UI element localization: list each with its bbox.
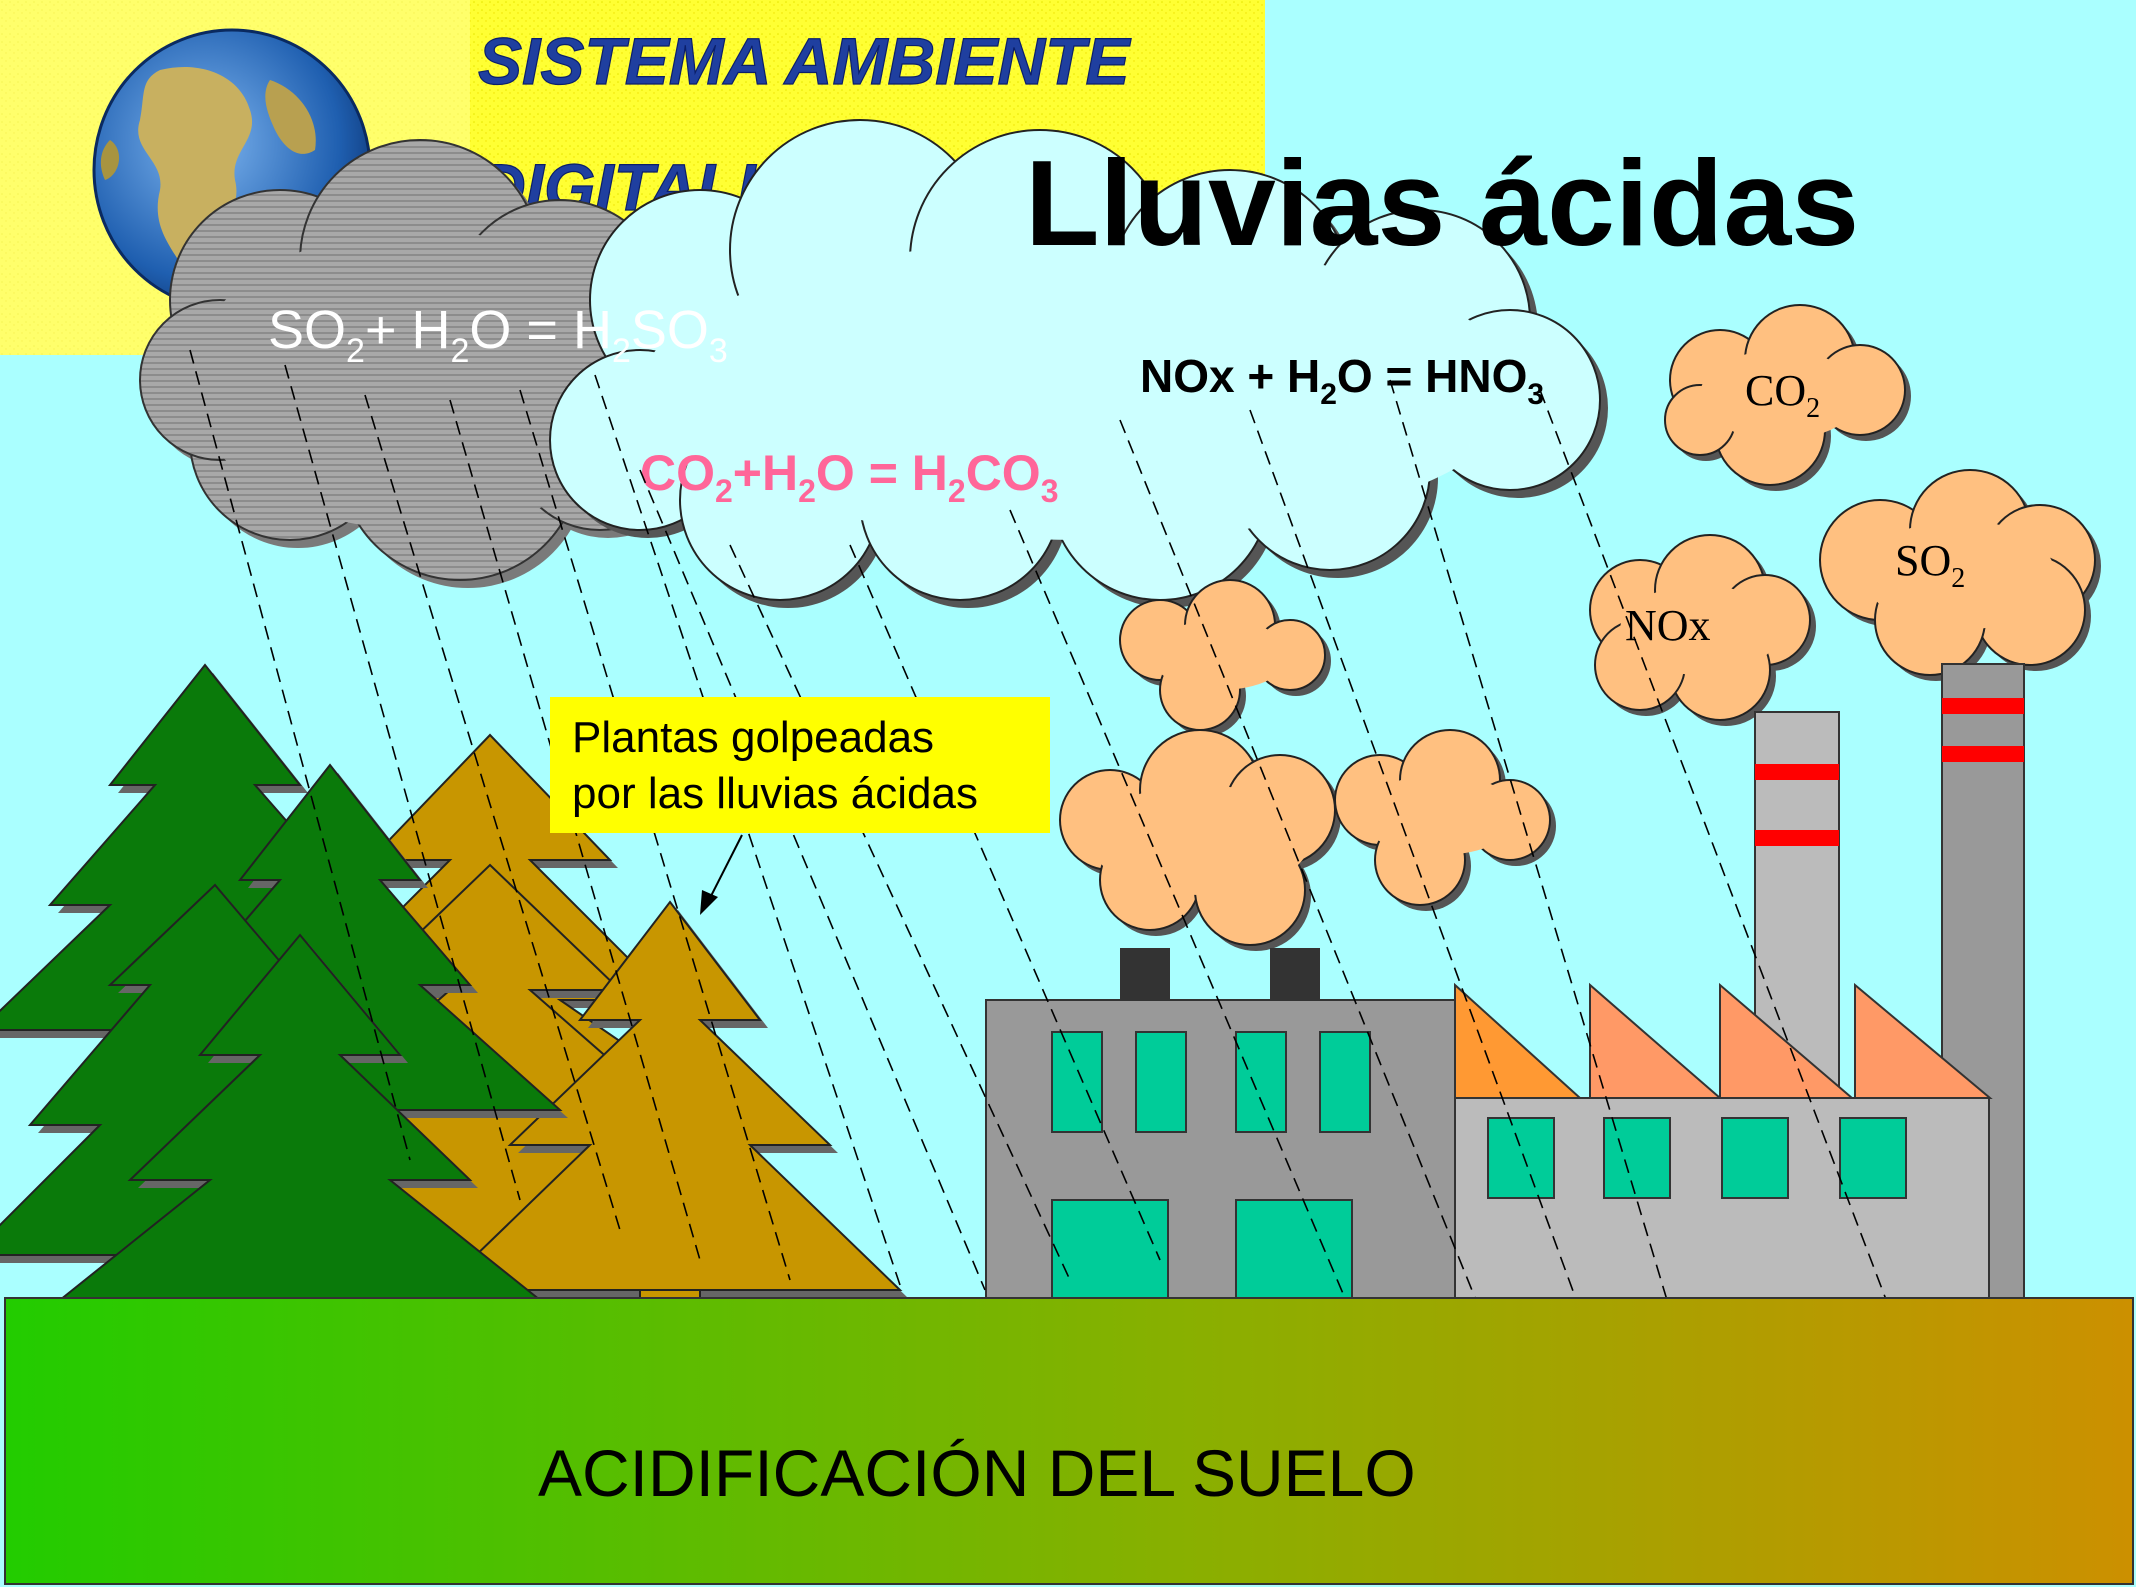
- page-title: Lluvias ácidas: [1025, 135, 1859, 271]
- nox-puff: NOx: [1589, 534, 1816, 726]
- nitrogen-equation: NOx + H2O = HNO3: [1140, 350, 1544, 411]
- carbon-equation: CO2+H2O = H2CO3: [640, 445, 1058, 509]
- co2-puff: CO2: [1664, 304, 1911, 491]
- callout-arrow-head: [700, 890, 718, 915]
- svg-text:NOx: NOx: [1625, 601, 1711, 650]
- carbon-cloud: [549, 119, 1608, 608]
- callout-line1: Plantas golpeadas: [572, 713, 934, 762]
- healthy-trees: [0, 663, 568, 1358]
- factory-smoke: [1059, 579, 1556, 951]
- ground: [4, 1297, 2134, 1585]
- callout-arrow: [709, 834, 743, 899]
- callout: Plantas golpeadas por las lluvias ácidas: [550, 697, 1050, 915]
- so2-puff: SO2: [1819, 469, 2101, 681]
- svg-text:SO2: SO2: [1895, 536, 1965, 594]
- logo-line1: SISTEMA AMBIENTE: [478, 24, 1131, 98]
- svg-text:CO2: CO2: [1745, 366, 1820, 424]
- callout-line2: por las lluvias ácidas: [572, 769, 978, 818]
- ground-label: ACIDIFICACIÓN DEL SUELO: [538, 1436, 1416, 1510]
- factory-building-left: [985, 948, 1457, 1311]
- sulfur-equation: SO2+ H2O = H2SO3: [268, 300, 728, 370]
- factory-building-right: [1454, 982, 1993, 1317]
